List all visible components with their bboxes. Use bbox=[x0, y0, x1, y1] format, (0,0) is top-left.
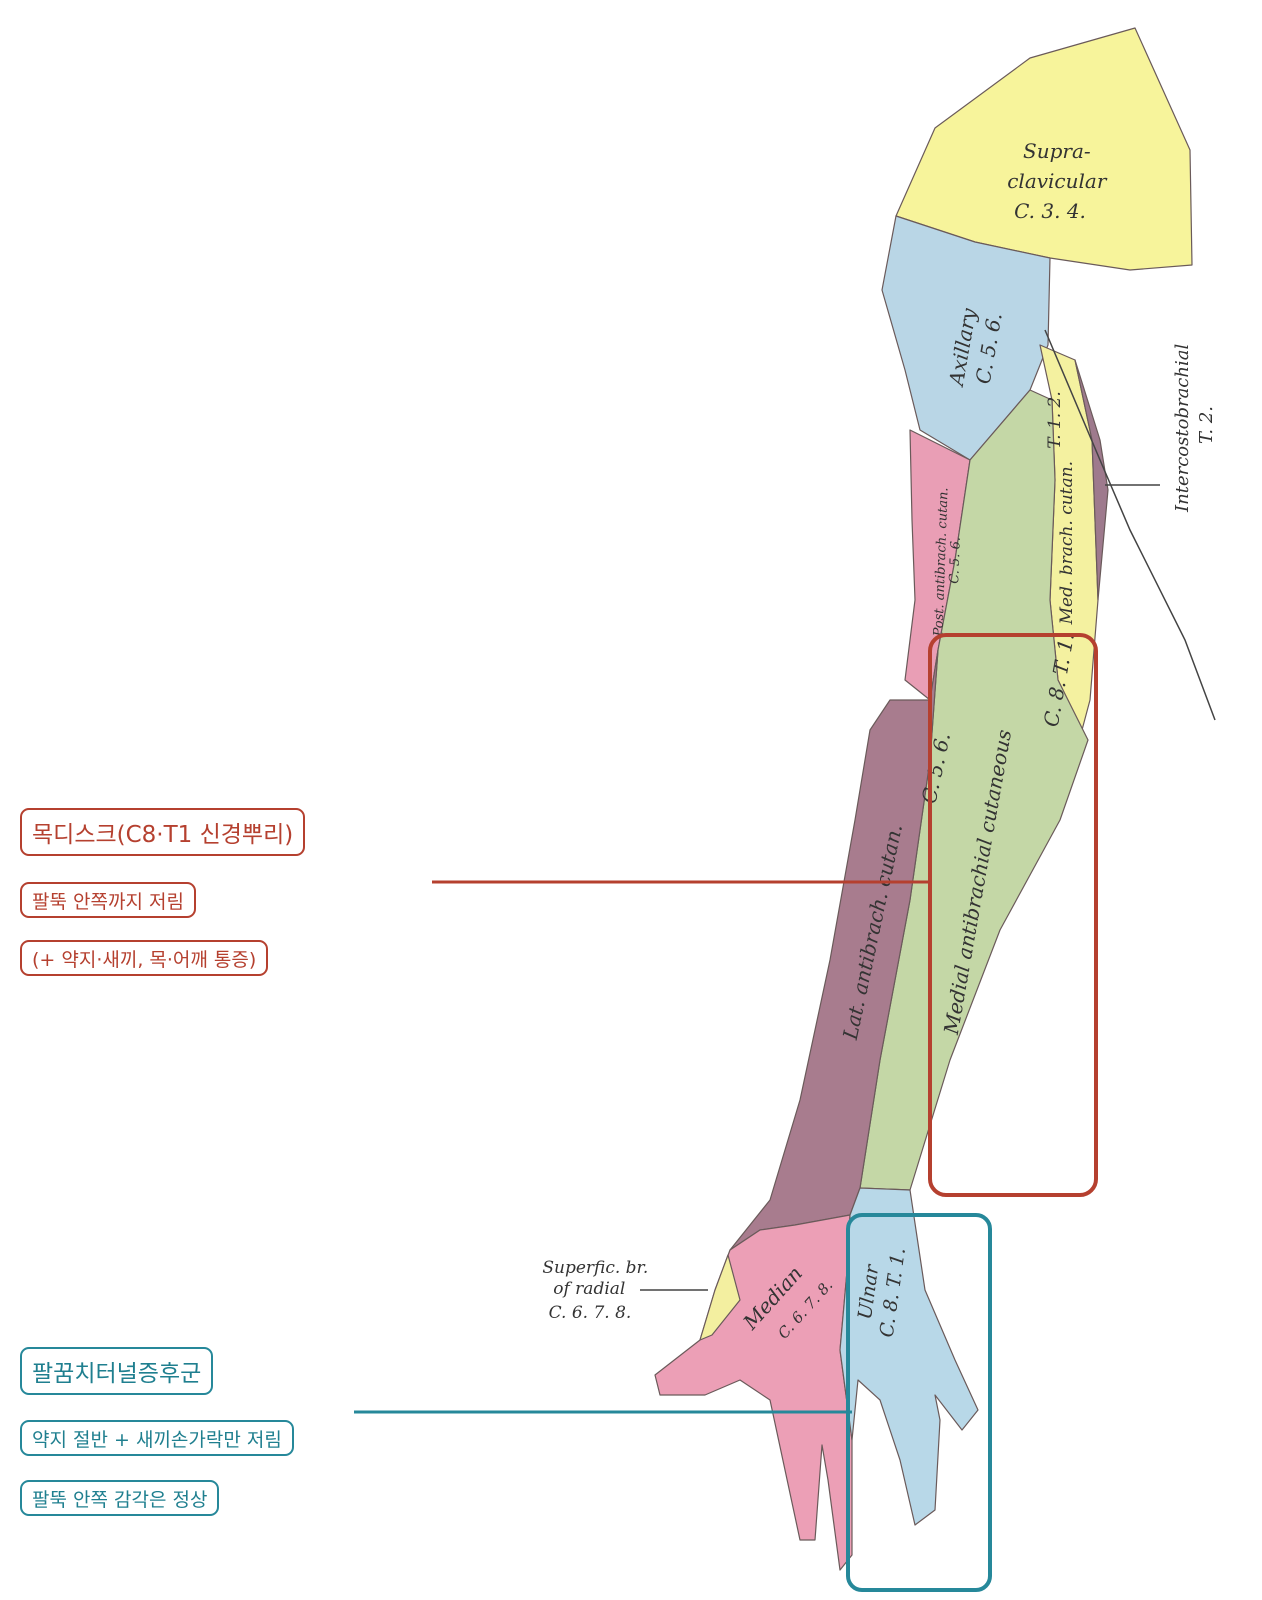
carpal-callout-title: 팔꿈치터널증후군 bbox=[20, 1347, 214, 1395]
medial-brachial-label: Med. brach. cutan. T. 1. 2. bbox=[1045, 391, 1077, 625]
posterior-antebrachial-label: Post. antibrach. cutan. C. 5. 6. bbox=[931, 483, 965, 638]
cervical-callout-title: 목디스크(C8·T1 신경뿌리) bbox=[20, 808, 306, 856]
intercostobrachial-label: Intercostobrachial T. 2. bbox=[1172, 338, 1217, 513]
cervical-callout-line2: (+ 약지·새끼, 목·어깨 통증) bbox=[20, 940, 269, 976]
superficial-radial-label: Superfic. br. of radial C. 6. 7. 8. bbox=[542, 1258, 653, 1323]
ulnar-region bbox=[839, 1187, 979, 1526]
cervical-callout-line1: 팔뚝 안쪽까지 저림 bbox=[20, 882, 196, 918]
intercostobrachial-region bbox=[1074, 359, 1109, 601]
supraclavicular-label: Supra- clavicular C. 3. 4. bbox=[1007, 139, 1113, 223]
cervical-highlight-box bbox=[928, 633, 1098, 1197]
carpal-callout-line2: 팔뚝 안쪽 감각은 정상 bbox=[20, 1480, 220, 1516]
carpal-callout-line1: 약지 절반 + 새끼손가락만 저림 bbox=[20, 1420, 294, 1456]
superficial-radial-region bbox=[699, 1254, 741, 1341]
intercostobrachial-nerve-line bbox=[1044, 329, 1216, 721]
median-region bbox=[654, 1214, 853, 1571]
carpal-highlight-box bbox=[846, 1213, 992, 1592]
